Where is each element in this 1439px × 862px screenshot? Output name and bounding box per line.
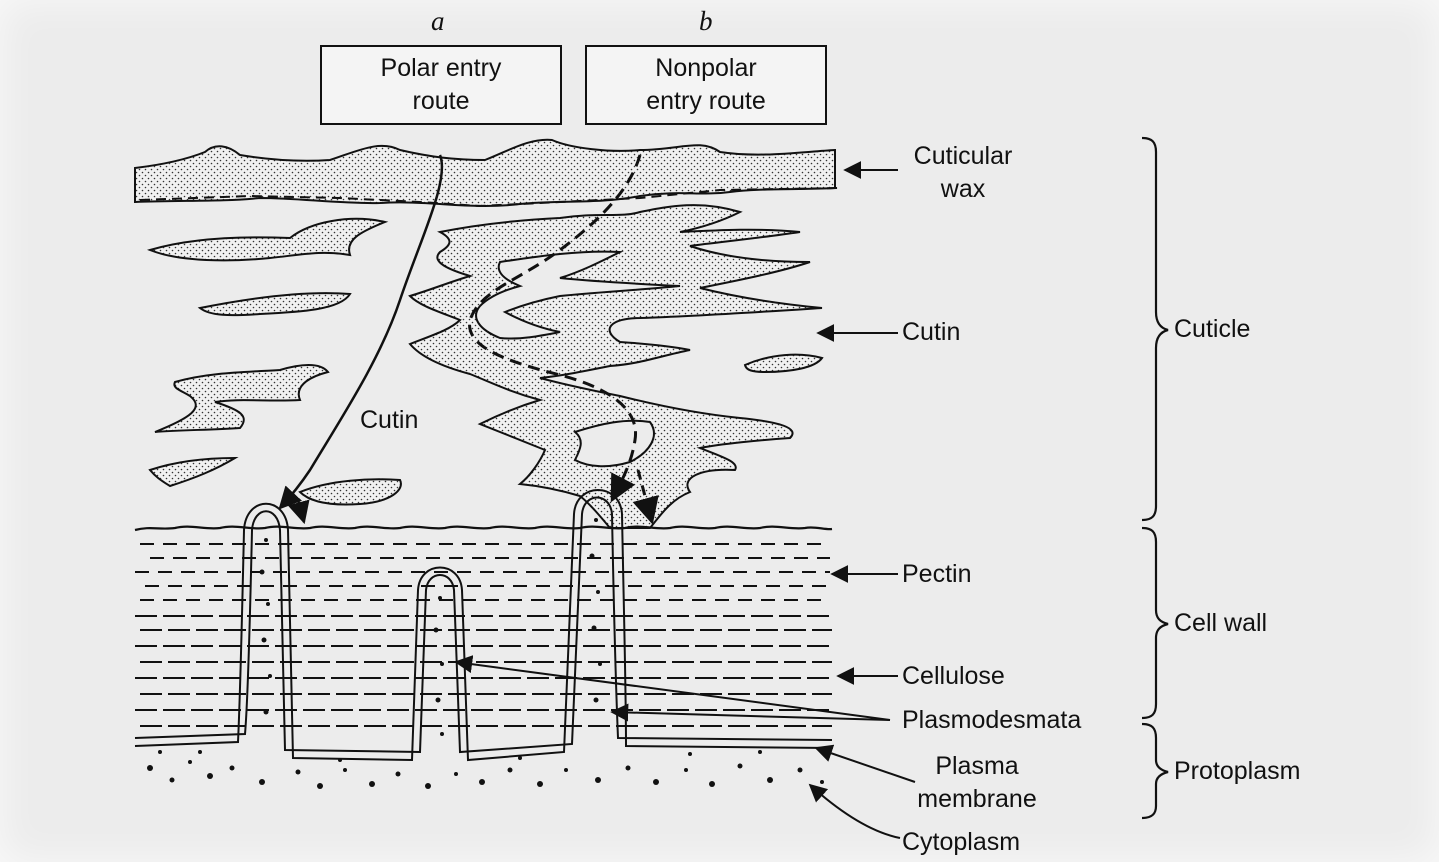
plasma-membrane-label: Plasma membrane bbox=[916, 750, 1038, 816]
cuticle-region-label: Cuticle bbox=[1174, 313, 1250, 346]
cuticular-wax-label: Cuticular wax bbox=[902, 140, 1024, 206]
polar-entry-route-box: Polar entry route bbox=[320, 45, 562, 125]
pectin-layer bbox=[135, 544, 830, 600]
region-braces bbox=[1142, 138, 1168, 818]
route-b-letter: b bbox=[699, 6, 713, 37]
plasmodesmata-label: Plasmodesmata bbox=[902, 704, 1081, 737]
nonpolar-route-line1: Nonpolar bbox=[646, 52, 766, 85]
cutin-label: Cutin bbox=[902, 316, 960, 349]
cytoplasm-label: Cytoplasm bbox=[902, 826, 1020, 859]
cuticle-brace bbox=[1142, 138, 1168, 520]
polar-route-line1: Polar entry bbox=[381, 52, 502, 85]
protoplasm-brace bbox=[1142, 724, 1168, 818]
route-a-letter: a bbox=[431, 6, 445, 37]
nonpolar-entry-route-box: Nonpolar entry route bbox=[585, 45, 827, 125]
polar-route-path bbox=[280, 155, 442, 508]
pectin-label: Pectin bbox=[902, 558, 971, 591]
cell-wall-region-label: Cell wall bbox=[1174, 607, 1267, 640]
polar-route-line2: route bbox=[381, 85, 502, 118]
cutin-inner-label: Cutin bbox=[360, 404, 418, 437]
cell-wall-brace bbox=[1142, 528, 1168, 718]
cellulose-label: Cellulose bbox=[902, 660, 1005, 693]
protoplasm-region-label: Protoplasm bbox=[1174, 755, 1300, 788]
cuticle-cellwall-boundary bbox=[135, 527, 832, 530]
nonpolar-route-line2: entry route bbox=[646, 85, 766, 118]
